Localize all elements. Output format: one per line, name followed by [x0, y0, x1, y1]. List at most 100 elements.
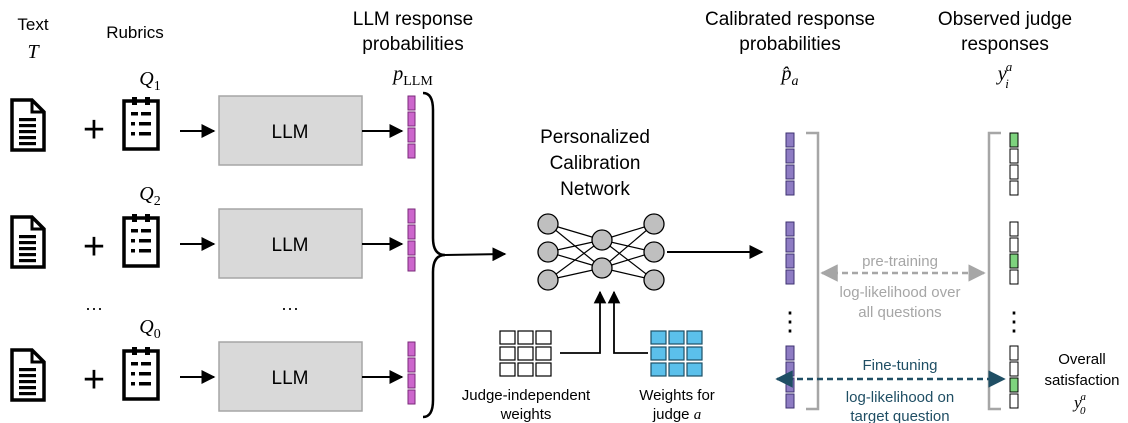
prob-cell — [407, 341, 416, 357]
observed-cell — [1009, 221, 1019, 237]
judge-weights-label-line1: Weights for — [639, 387, 715, 404]
weight-cell — [668, 330, 685, 345]
finetuning-desc-line1: log-likelihood on — [846, 389, 954, 406]
calibrated-header-line1: Calibrated response — [705, 9, 875, 30]
weight-cell — [499, 362, 516, 377]
text-header: Text — [17, 15, 48, 34]
prob-cell — [407, 208, 416, 224]
judge-independent-weights-grid — [499, 330, 552, 377]
overall-label-line1: Overall — [1058, 351, 1106, 368]
prob-cell — [407, 95, 416, 111]
observed-cell — [1009, 148, 1019, 164]
weight-cell — [668, 346, 685, 361]
llm-box-label: LLM — [272, 122, 309, 143]
calibrated-cell — [785, 148, 795, 164]
network-title-line3: Network — [560, 179, 630, 200]
llm-box-label: LLM — [272, 368, 309, 389]
neural-network-icon — [537, 213, 665, 291]
document-icon — [10, 348, 46, 402]
llm-probs-header-line1: LLM response — [353, 9, 473, 30]
network-node — [537, 269, 559, 291]
network-node — [591, 257, 613, 279]
finetuning-label: Fine-tuning — [862, 357, 937, 374]
arrow — [607, 290, 648, 354]
plus-sign: + — [83, 226, 105, 268]
finetuning-desc-line2: target question — [850, 408, 949, 423]
network-node — [643, 269, 665, 291]
calibrated-cell — [785, 393, 795, 409]
observed-cell — [1009, 393, 1019, 409]
arrow — [560, 290, 607, 354]
observed-cell — [1009, 132, 1019, 148]
weight-cell — [650, 346, 667, 361]
llm-probs-header-line2: probabilities — [362, 34, 463, 55]
calibrated-cell — [785, 221, 795, 237]
question-label-1: Q1 — [139, 68, 160, 94]
calibrated-cell — [785, 132, 795, 148]
weight-cell — [517, 330, 534, 345]
pretraining-label: pre-training — [862, 253, 938, 270]
pretraining-desc-line2: all questions — [858, 304, 941, 321]
prob-cell — [407, 357, 416, 373]
network-node — [537, 213, 559, 235]
llm-prob-vector — [407, 95, 416, 405]
observed-cell — [1009, 180, 1019, 196]
prob-cell — [407, 373, 416, 389]
vdots: ⋮ — [1001, 306, 1027, 336]
calibrated-cell — [785, 269, 795, 285]
judge-independent-label-line2: weights — [500, 406, 552, 423]
calibrated-cell — [785, 180, 795, 196]
observed-cell — [1009, 361, 1019, 377]
plus-sign: + — [83, 359, 105, 401]
network-edge — [547, 239, 603, 281]
observed-cell — [1009, 345, 1019, 361]
overall-label-line2: satisfaction — [1044, 372, 1119, 389]
network-edge — [601, 223, 655, 269]
prob-cell — [407, 389, 416, 405]
weight-cell — [499, 330, 516, 345]
rubric-icon — [122, 212, 160, 268]
prob-cell — [407, 143, 416, 159]
ellipsis: ··· — [281, 298, 299, 318]
network-node — [537, 241, 559, 263]
observed-response-vector — [1009, 132, 1019, 409]
judge-independent-label-line1: Judge-independent — [462, 387, 591, 404]
question-label-0: Q0 — [139, 316, 160, 342]
weight-cell — [650, 362, 667, 377]
calibrated-symbol: p̂a — [780, 63, 799, 89]
weight-cell — [650, 330, 667, 345]
calibrated-cell — [785, 253, 795, 269]
rubrics-header: Rubrics — [106, 23, 164, 42]
arrow — [444, 247, 507, 262]
network-title-line2: Calibration — [550, 153, 641, 174]
question-label-2: Q2 — [139, 183, 160, 209]
weight-cell — [499, 346, 516, 361]
prob-cell — [407, 111, 416, 127]
calibrated-prob-vector — [785, 132, 795, 409]
weight-cell — [686, 330, 703, 345]
curly-brace — [422, 91, 446, 419]
observed-cell — [1009, 253, 1019, 269]
llm-box — [218, 341, 363, 412]
observed-header-line1: Observed judge — [938, 9, 1072, 30]
rubric-icon — [122, 95, 160, 151]
weight-cell — [535, 346, 552, 361]
observed-cell — [1009, 237, 1019, 253]
weight-cell — [686, 346, 703, 361]
document-icon — [10, 98, 46, 152]
bracket — [806, 131, 820, 411]
vdots: ⋮ — [777, 306, 803, 336]
weight-cell — [686, 362, 703, 377]
observed-cell — [1009, 377, 1019, 393]
calibrated-cell — [785, 345, 795, 361]
calibrated-cell — [785, 237, 795, 253]
plus-sign: + — [83, 109, 105, 151]
document-icon — [10, 215, 46, 269]
pretraining-desc-line1: log-likelihood over — [840, 284, 961, 301]
weight-cell — [517, 362, 534, 377]
llm-box — [218, 208, 363, 279]
observed-cell — [1009, 269, 1019, 285]
rubric-icon — [122, 345, 160, 401]
